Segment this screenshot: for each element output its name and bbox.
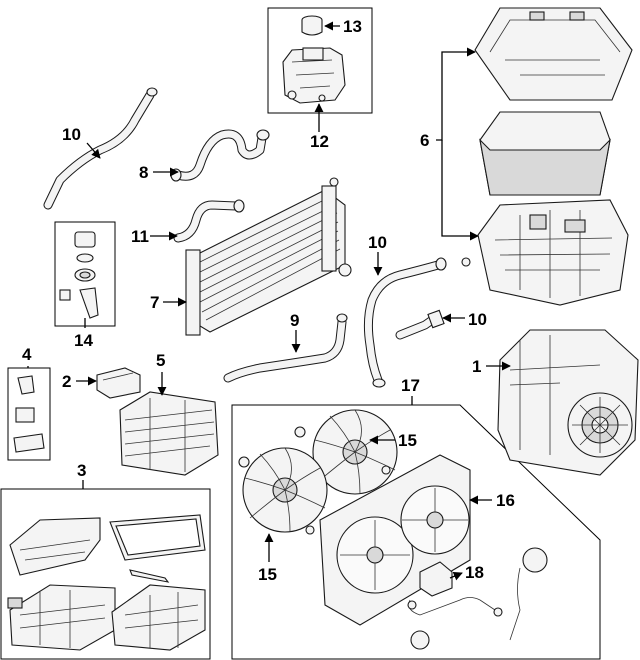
hose-part-10-short: [395, 309, 445, 340]
callout-2: 2: [62, 372, 71, 391]
upper-hose-part-10: [43, 87, 158, 210]
battery-modules-part-3: [7, 584, 116, 651]
callout-15-lower: 15: [258, 565, 277, 584]
callout-10-upper-left: 10: [62, 125, 81, 144]
callout-10-right: 10: [468, 310, 487, 329]
battery-tray-part-3: [111, 584, 206, 651]
box-battery-group: [0, 488, 211, 660]
box-fan-group: [231, 404, 601, 660]
callout-3: 3: [77, 461, 86, 480]
inverter-pad-part-6: [479, 111, 611, 196]
sensor-part-4: [13, 375, 45, 453]
callout-7: 7: [150, 293, 159, 312]
callout-11: 11: [131, 227, 149, 246]
hose-part-11: [173, 199, 245, 243]
callout-12: 12: [310, 132, 329, 151]
radiator-part-7: [185, 177, 352, 336]
fan-part-15-lower: [238, 447, 328, 533]
battery-seal-part-3: [109, 514, 206, 561]
reservoir-cap-part-13: [301, 15, 323, 36]
relay-part-2: [96, 367, 141, 399]
callout-16: 16: [496, 491, 515, 510]
callout-13: 13: [343, 17, 362, 36]
callout-5: 5: [156, 351, 165, 370]
inverter-base-part-6: [461, 199, 629, 306]
water-pump-part-14: [59, 231, 99, 319]
reservoir-part-12: [282, 47, 346, 104]
box-sensor-group: [7, 367, 51, 461]
fan-shroud-part-16: [305, 454, 471, 626]
callout-17: 17: [401, 376, 420, 395]
box-reservoir-group: [267, 7, 373, 114]
leader-lines: [27, 21, 511, 581]
callout-6: 6: [420, 131, 429, 150]
hose-part-10-middle: [363, 257, 447, 388]
charger-part-5: [119, 391, 219, 476]
inverter-cover-part-6: [474, 7, 633, 101]
callout-14: 14: [74, 331, 93, 350]
battery-cover-part-3: [9, 517, 101, 576]
traction-motor-part-1: [497, 329, 639, 476]
fan-part-15-upper: [294, 409, 398, 495]
callout-15-upper: 15: [398, 431, 417, 450]
fan-resistor-part-18: [407, 547, 548, 650]
callout-18: 18: [465, 563, 484, 582]
lower-hose-part-9: [223, 313, 348, 383]
callout-10-middle: 10: [368, 233, 387, 252]
battery-strip-part-3: [129, 569, 170, 583]
callout-1: 1: [472, 357, 481, 376]
callout-8: 8: [139, 163, 148, 182]
hose-part-8: [170, 129, 270, 182]
callout-9: 9: [290, 311, 299, 330]
callout-4: 4: [22, 345, 32, 364]
